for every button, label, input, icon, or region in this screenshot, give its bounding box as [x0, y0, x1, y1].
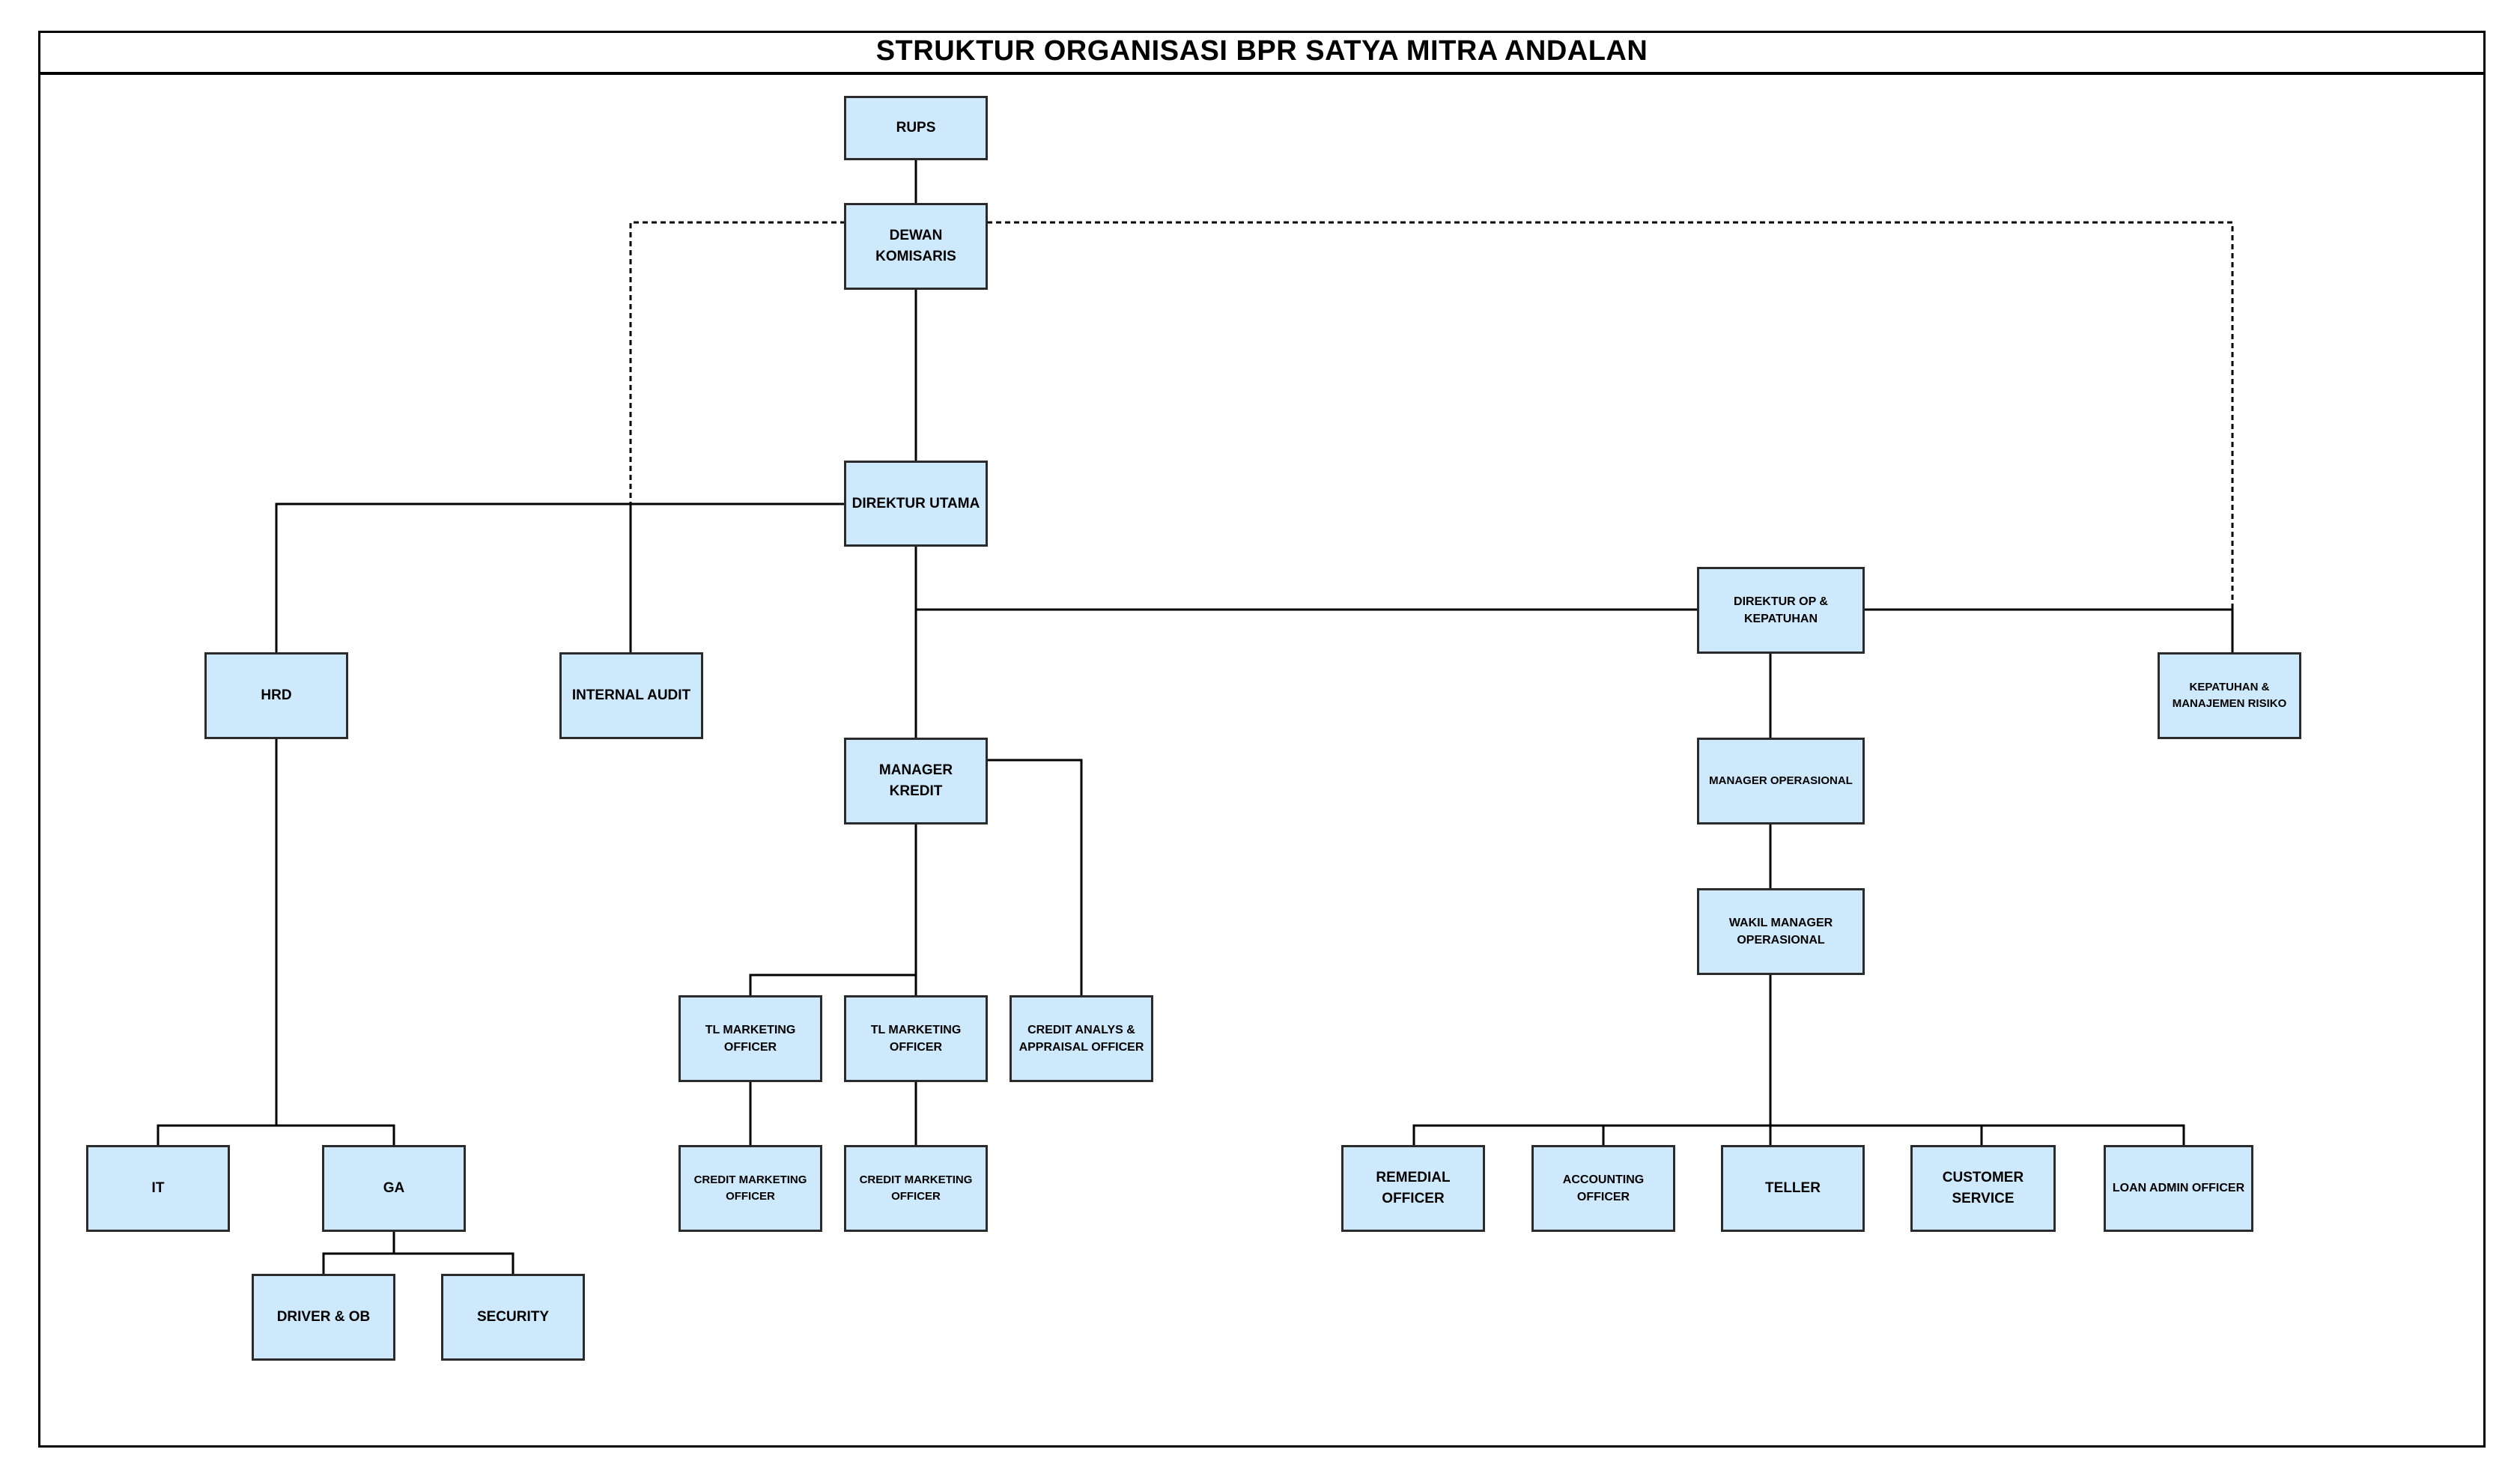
node-internal-audit[interactable]: INTERNAL AUDIT	[559, 652, 703, 739]
node-direktur-utama[interactable]: DIREKTUR UTAMA	[844, 461, 988, 547]
connector-mgrkredit-analys	[987, 759, 1083, 997]
node-tl-marketing-officer-1[interactable]: TL MARKETING OFFICER	[678, 995, 822, 1082]
connector-dirut-hrd	[275, 502, 845, 653]
chart-title: STRUKTUR ORGANISASI BPR SATYA MITRA ANDA…	[875, 35, 1648, 67]
node-it[interactable]: IT	[86, 1145, 230, 1232]
node-wakil-manager-operasional[interactable]: WAKIL MANAGER OPERASIONAL	[1697, 888, 1865, 975]
node-accounting-officer[interactable]: ACCOUNTING OFFICER	[1531, 1145, 1675, 1232]
connector-ga-bus	[322, 1252, 514, 1275]
node-direktur-op-kepatuhan[interactable]: DIREKTUR OP & KEPATUHAN	[1697, 567, 1865, 654]
dotted-dewan-kepatuhan	[987, 221, 2234, 610]
node-credit-analys-appraisal[interactable]: CREDIT ANALYS & APPRAISAL OFFICER	[1009, 995, 1153, 1082]
node-teller[interactable]: TELLER	[1721, 1145, 1865, 1232]
node-tl-marketing-officer-2[interactable]: TL MARKETING OFFICER	[844, 995, 988, 1082]
node-manager-operasional[interactable]: MANAGER OPERASIONAL	[1697, 738, 1865, 824]
connector-dirop-kepatuhan	[1863, 608, 2234, 653]
node-dewan-komisaris[interactable]: DEWAN KOMISARIS	[844, 203, 988, 290]
node-customer-service[interactable]: CUSTOMER SERVICE	[1910, 1145, 2056, 1232]
node-kepatuhan-manajemen-risiko[interactable]: KEPATUHAN & MANAJEMEN RISIKO	[2158, 652, 2301, 739]
node-security[interactable]: SECURITY	[441, 1274, 585, 1361]
node-loan-admin-officer[interactable]: LOAN ADMIN OFFICER	[2104, 1145, 2253, 1232]
connector-hrd-bus	[157, 1124, 395, 1147]
node-credit-marketing-officer-1[interactable]: CREDIT MARKETING OFFICER	[678, 1145, 822, 1232]
node-rups[interactable]: RUPS	[844, 96, 988, 160]
node-hrd[interactable]: HRD	[204, 652, 348, 739]
connector-staff-bus	[1412, 1124, 2185, 1147]
dotted-dewan-audit	[629, 221, 845, 504]
node-ga[interactable]: GA	[322, 1145, 466, 1232]
node-credit-marketing-officer-2[interactable]: CREDIT MARKETING OFFICER	[844, 1145, 988, 1232]
node-remedial-officer[interactable]: REMEDIAL OFFICER	[1341, 1145, 1485, 1232]
node-driver-ob[interactable]: DRIVER & OB	[252, 1274, 395, 1361]
connector-tl-bus	[749, 974, 916, 997]
title-bar: STRUKTUR ORGANISASI BPR SATYA MITRA ANDA…	[38, 31, 2486, 75]
chart-frame	[38, 31, 2486, 1448]
node-manager-kredit[interactable]: MANAGER KREDIT	[844, 738, 988, 824]
